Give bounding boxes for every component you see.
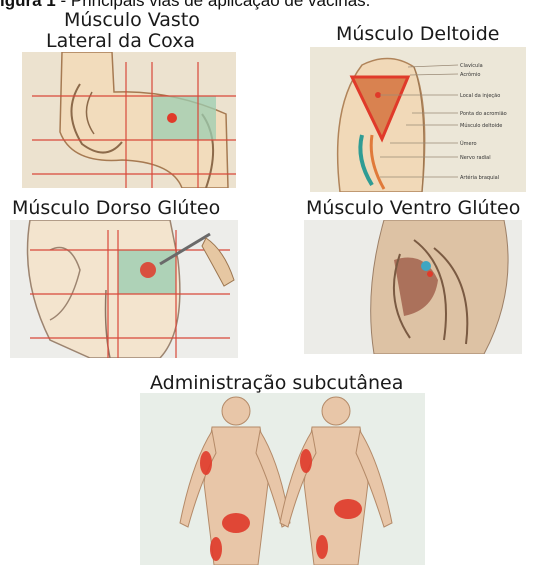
subcutanea-illustration [140, 393, 425, 565]
ventro-gluteo-title: Músculo Ventro Glúteo [306, 198, 520, 218]
vasto-injection-site [167, 113, 177, 123]
dorso-gluteo-title: Músculo Dorso Glúteo [12, 198, 220, 218]
vasto-title-line1: Músculo Vasto [64, 10, 200, 30]
deltoide-annotation-3: Ponta do acromião [460, 111, 507, 117]
ventro-gluteo-injection-site [421, 261, 431, 271]
deltoide-annotation-0: Clavícula [460, 62, 483, 69]
deltoide-annotation-5: Úmero [460, 140, 477, 147]
deltoide-annotation-1: Acrômio [460, 71, 480, 78]
vasto-muscle-zone [152, 96, 216, 140]
subq-site-flank-back [222, 513, 250, 533]
vasto-title-line2: Lateral da Coxa [46, 31, 195, 51]
deltoide-annotation-4: Músculo deltoide [460, 122, 502, 129]
deltoide-annotation-6: Nervo radial [460, 155, 491, 161]
subq-site-thigh-back [210, 537, 222, 561]
ventro-gluteo-illustration [304, 220, 522, 354]
dorso-gluteo-illustration [10, 220, 238, 358]
subq-site-arm-front [300, 449, 312, 473]
deltoide-illustration: Clavícula Acrômio Local da injeção Ponta… [310, 47, 526, 192]
deltoide-annotation-2: Local da injeção [460, 93, 500, 99]
vasto-lateral-illustration [22, 52, 236, 188]
deltoide-annotation-7: Artéria braquial [460, 174, 499, 181]
deltoide-title: Músculo Deltoide [336, 24, 499, 44]
subq-site-arm-back [200, 451, 212, 475]
dorso-gluteo-injection-site [140, 262, 156, 278]
subq-site-thigh-front [316, 535, 328, 559]
subq-site-abdomen [334, 499, 362, 519]
subcutanea-title: Administração subcutânea [150, 373, 403, 393]
caption-prefix: igura 1 [0, 0, 56, 10]
